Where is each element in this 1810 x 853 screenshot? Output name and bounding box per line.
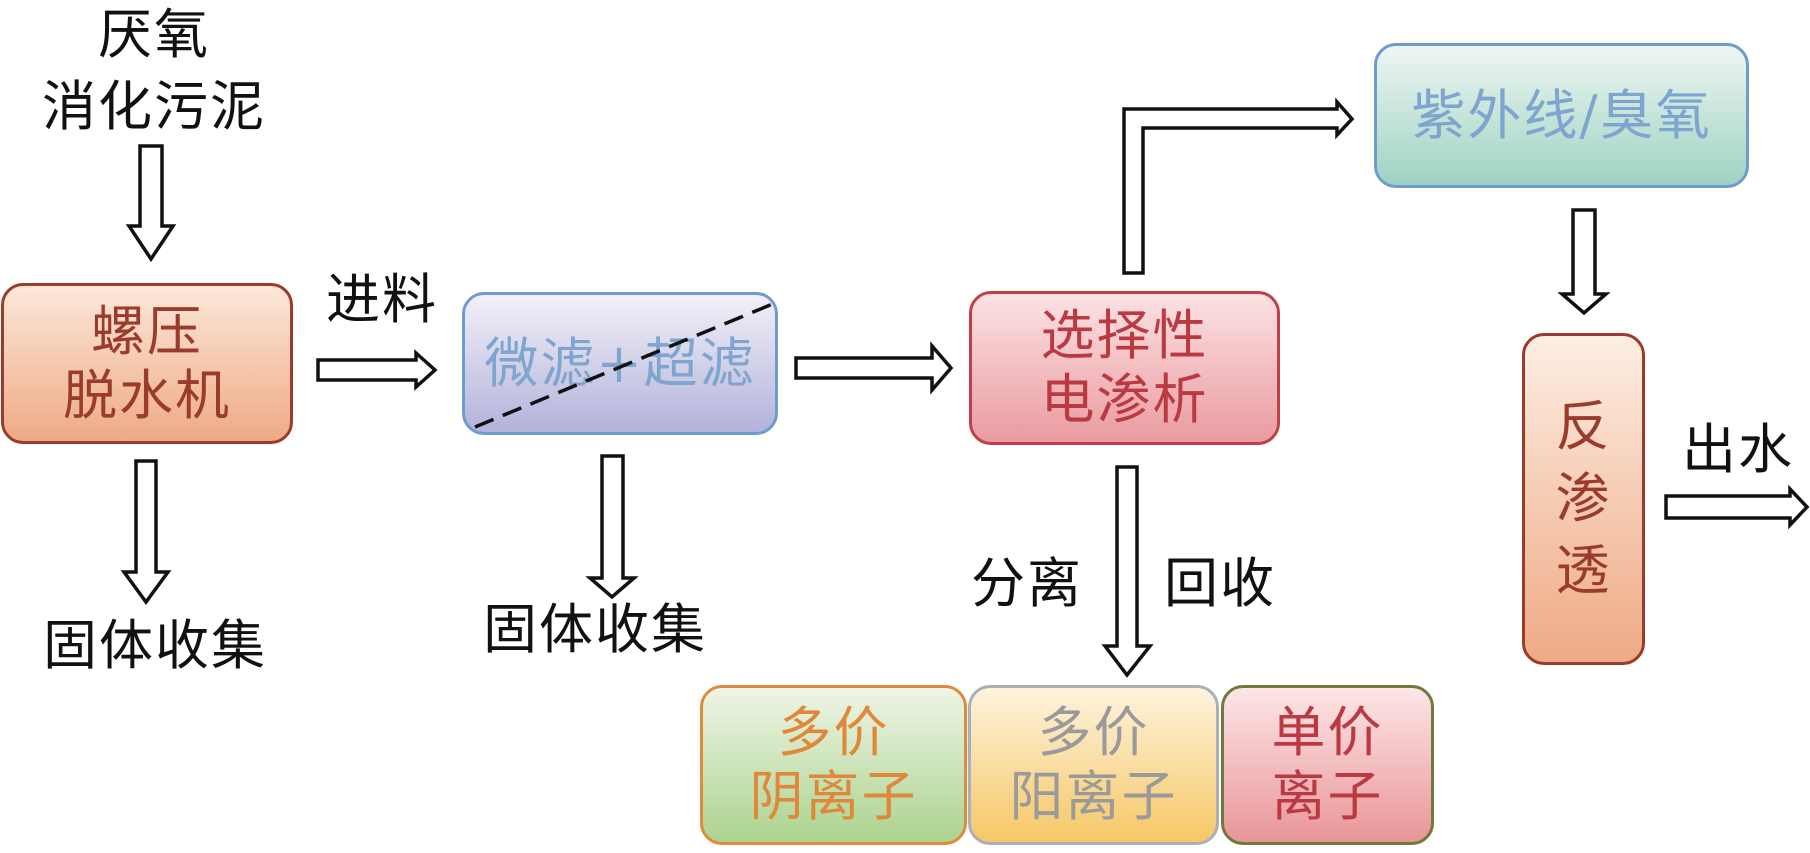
ed-line1: 选择性 (1040, 304, 1209, 367)
screw-press-dewatering-node: 螺压 脱水机 (1, 283, 293, 444)
monovalent-ion-node: 单价 离子 (1221, 685, 1434, 845)
anion-line1: 多价 (777, 701, 890, 764)
ed-line2: 电渗析 (1040, 368, 1209, 431)
arrow-mfuf-to-ed (794, 341, 954, 395)
microfiltration-ultrafiltration-node: 微滤+超滤 (462, 292, 778, 435)
recovery-label: 回收 (1164, 552, 1276, 615)
arrow-screw-press-to-solids (120, 459, 172, 605)
reverse-osmosis-node: 反 渗 透 (1522, 333, 1645, 665)
screw-press-line1: 螺压 (91, 299, 203, 363)
ro-char-3: 透 (1555, 539, 1612, 602)
cation-line1: 多价 (1037, 701, 1150, 764)
input-label: 厌氧 消化污泥 (25, 3, 283, 139)
anion-line2: 阴离子 (749, 765, 918, 828)
solids-collection-label-2: 固体收集 (483, 598, 707, 661)
arrow-ed-to-ions (1101, 465, 1154, 678)
mono-line1: 单价 (1271, 701, 1384, 764)
selective-electrodialysis-node: 选择性 电渗析 (969, 291, 1280, 445)
arrow-ed-to-uv (1122, 97, 1355, 275)
uv-ozone-label: 紫外线/臭氧 (1411, 83, 1712, 147)
mono-line2: 离子 (1271, 765, 1384, 828)
solids-collection-label-1: 固体收集 (43, 614, 267, 677)
arrow-ro-to-effluent (1664, 484, 1810, 530)
feed-label: 进料 (326, 268, 438, 331)
arrow-feed (316, 349, 438, 391)
screw-press-line2: 脱水机 (63, 363, 231, 427)
cation-line2: 阳离子 (1009, 765, 1178, 828)
arrow-mfuf-to-solids (585, 454, 639, 600)
multivalent-cation-node: 多价 阳离子 (968, 685, 1219, 845)
ro-char-2: 渗 (1555, 467, 1612, 530)
multivalent-anion-node: 多价 阴离子 (700, 685, 967, 845)
input-label-line2: 消化污泥 (42, 75, 266, 138)
input-label-line1: 厌氧 (98, 3, 210, 66)
arrow-uv-to-ro (1557, 208, 1611, 316)
mfuf-label: 微滤+超滤 (484, 331, 756, 395)
uv-ozone-node: 紫外线/臭氧 (1374, 43, 1749, 188)
ro-char-1: 反 (1555, 395, 1612, 458)
effluent-label: 出水 (1682, 418, 1794, 481)
arrow-input-to-screw-press (125, 144, 177, 263)
separation-label: 分离 (971, 552, 1083, 615)
